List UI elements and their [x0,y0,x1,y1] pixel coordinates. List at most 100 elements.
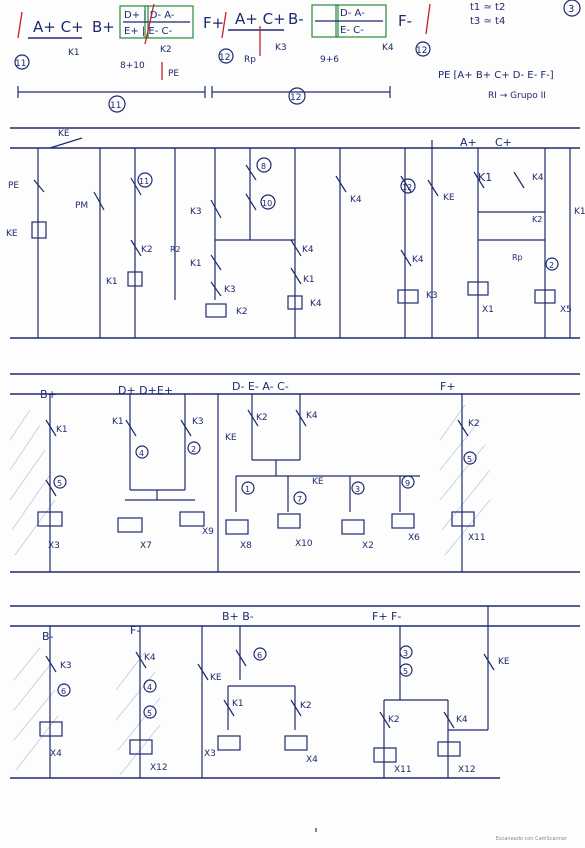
component-pe: PE [8,181,19,191]
step-2: B+ [92,18,115,36]
top-label-ke: KE [58,129,70,139]
c3-number-6b: 6 [257,651,262,660]
circuit-3: B- F- B+ B- F+ F- K3 6 X4 K4 4 5 X12 [10,605,580,779]
circuit-1: KE A+ C+ PE KE PM 11 K2 K1 R2 K3 [6,127,585,339]
c2-component-x11: X11 [468,533,486,543]
c2-number-1: 1 [245,485,250,494]
top-label-d-plus: D+ D+E+ [118,384,173,397]
component-x5: X5 [560,305,572,315]
condition-8-10: 8+10 [120,61,145,71]
top-label-b-plus: B+ [40,388,57,401]
component-k1-c: K1 [303,275,315,285]
c2-number-5b: 5 [467,455,472,464]
step-5: F+ [203,14,224,32]
c3-component-x4: X4 [50,749,62,759]
step-3: D+ | D- A- [124,10,175,21]
component-k3-a: K3 [224,285,236,295]
page-number: 3 [568,4,574,15]
component-x1: X1 [482,305,494,315]
c3-component-k2b: K2 [388,715,400,725]
top-label-f-minus: F- [130,624,140,637]
relay-label-k4: K4 [382,43,394,53]
c3-component-k4: K4 [144,653,156,663]
component-k2-b: K3 [190,207,202,217]
pe-formula: PE [A+ B+ C+ D- E- F-] [438,70,554,81]
c3-component-k4b: K4 [456,715,468,725]
c2-component-ke: KE [225,433,237,443]
group-number-1: 11 [15,59,26,69]
component-k3-b: K4 [302,245,314,255]
condition-rp: Rp [244,55,256,65]
component-k2-d: K2 [532,215,542,224]
number-r2: R2 [170,245,181,254]
brace-number-12: 12 [290,93,301,103]
c2-component-k1: K1 [56,425,68,435]
group-number-3: 12 [416,46,427,56]
relay-label-k1: K1 [68,48,80,58]
component-pm: PM [75,201,88,211]
step-8: D- A- [340,8,365,19]
component-k4-b: K4 [412,255,424,265]
c3-component-x3: X3 [204,749,216,759]
number-2: 2 [549,261,554,270]
c2-component-k4: K4 [306,411,318,421]
time-relation-2: t3 ≃ t4 [470,16,505,27]
c2-component-x8: X8 [240,541,252,551]
top-label-c-plus: C+ [495,136,512,149]
number-10: 10 [262,199,272,208]
ri-note: RI → Grupo II [488,91,546,101]
top-label-d-minus: D- E- A- C- [232,380,289,393]
c3-component-k3: K3 [60,661,72,671]
component-k1-coil: K1 [106,277,118,287]
c3-component-k1: K1 [232,699,244,709]
c2-component-x3: X3 [48,541,60,551]
c2-number-7: 7 [297,495,302,504]
component-k1-d: K1 [478,171,492,184]
number-12: 12 [402,183,412,192]
component-k-edge: K1 [574,207,585,217]
top-label-f-plus: F+ [440,380,456,393]
top-label-a-plus: A+ [460,136,477,149]
c2-component-k1b: K1 [112,417,124,427]
c2-component-k3: K3 [192,417,204,427]
component-k1-b: K1 [190,259,202,269]
step-6: A+ C+ [235,10,286,28]
time-relation-1: t1 ≃ t2 [470,2,505,13]
component-k3-d: K4 [532,173,544,183]
c3-number-5a: 5 [147,709,152,718]
c3-component-x12: X12 [150,763,168,773]
component-k2-a: K2 [141,245,153,255]
component-k4-a: K4 [350,195,362,205]
c2-number-3: 3 [355,485,360,494]
component-k2-coil: K2 [236,307,248,317]
c2-number-2: 2 [191,445,196,454]
c3-component-x12b: X12 [458,765,476,775]
c3-number-6a: 6 [61,687,66,696]
component-k3-coil: K3 [426,291,438,301]
component-ke-coil: KE [6,229,18,239]
hatching-left-3 [13,647,161,776]
component-rp: Rp [512,253,523,262]
c2-component-x6: X6 [408,533,420,543]
c2-component-x2: X2 [362,541,374,551]
c2-number-5a: 5 [57,479,62,488]
sequence-header: A+ C+ B+ D+ | D- A- E+ | E- C- F+ A+ C+ … [14,0,581,113]
c3-component-x4b: X4 [306,755,318,765]
scanner-footer: Escaneado con CamScanner [495,836,567,842]
c2-number-9: 9 [405,479,410,488]
c2-component-x7: X7 [140,541,152,551]
c3-component-k2: K2 [300,701,312,711]
component-ke-a: KE [443,193,455,203]
c2-component-ke-b: KE [312,477,324,487]
circuit-2: B+ D+ D+E+ D- E- A- C- F+ K1 5 X3 [9,373,580,573]
top-label-b-plus-minus: B+ B- [222,610,254,623]
c2-component-x10: X10 [295,539,313,549]
c3-component-x11: X11 [394,765,412,775]
c3-number-5b: 5 [403,667,408,676]
number-11: 11 [139,177,149,186]
relay-label-k3: K3 [275,43,287,53]
c3-component-ke: KE [210,673,222,683]
c3-number-4: 4 [147,683,152,692]
hatching-left-2 [9,409,56,556]
